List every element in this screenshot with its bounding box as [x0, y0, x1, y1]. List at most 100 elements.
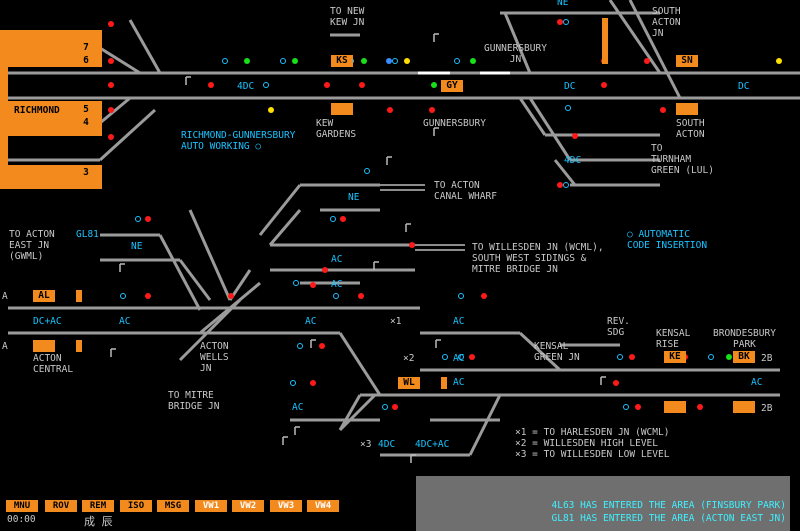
signal-aspect[interactable]: [358, 293, 364, 299]
signal-aspect[interactable]: [145, 216, 151, 222]
menu-rov-button[interactable]: ROV: [45, 500, 77, 512]
signal-ring[interactable]: [293, 280, 299, 286]
signal-aspect[interactable]: [268, 107, 274, 113]
signal-ring[interactable]: [135, 216, 141, 222]
signal-aspect[interactable]: [108, 107, 114, 113]
box-wl[interactable]: WL: [398, 377, 420, 389]
signal-aspect[interactable]: [776, 58, 782, 64]
signal-ring[interactable]: [617, 354, 623, 360]
signal-aspect[interactable]: [324, 82, 330, 88]
track-ne-3[interactable]: NE: [131, 241, 143, 252]
signal-aspect[interactable]: [310, 380, 316, 386]
signal-aspect[interactable]: [145, 293, 151, 299]
menu-rem-button[interactable]: REM: [82, 500, 114, 512]
signal-aspect[interactable]: [387, 107, 393, 113]
signal-aspect[interactable]: [292, 58, 298, 64]
track-gl81[interactable]: GL81: [76, 229, 99, 240]
signal-ring[interactable]: [382, 404, 388, 410]
track-ac-6[interactable]: AC: [453, 353, 465, 364]
platform-4[interactable]: 4: [83, 117, 89, 128]
signal-aspect[interactable]: [359, 82, 365, 88]
menu-vw2-button[interactable]: VW2: [232, 500, 264, 512]
track-4dc-c[interactable]: 4DC: [378, 439, 396, 450]
track-dc-gy[interactable]: DC: [564, 81, 576, 92]
signal-ring[interactable]: [263, 82, 269, 88]
signal-aspect[interactable]: [319, 343, 325, 349]
signal-aspect[interactable]: [557, 182, 563, 188]
signal-ring[interactable]: [222, 58, 228, 64]
track-4dc-a[interactable]: 4DC: [237, 81, 255, 92]
track-ac-3[interactable]: AC: [119, 316, 131, 327]
signal-aspect[interactable]: [392, 404, 398, 410]
signal-ring[interactable]: [458, 293, 464, 299]
signal-ring[interactable]: [120, 293, 126, 299]
signal-aspect[interactable]: [108, 134, 114, 140]
platform-7[interactable]: 7: [83, 42, 89, 53]
track-ac-2[interactable]: AC: [331, 279, 343, 290]
signal-aspect[interactable]: [660, 107, 666, 113]
signal-aspect[interactable]: [697, 404, 703, 410]
signal-aspect[interactable]: [629, 354, 635, 360]
signal-aspect[interactable]: [409, 242, 415, 248]
track-dc-sn[interactable]: DC: [738, 81, 750, 92]
signal-aspect[interactable]: [431, 82, 437, 88]
menu-vw4-button[interactable]: VW4: [307, 500, 339, 512]
track-ac-8[interactable]: AC: [751, 377, 763, 388]
track-4dc-b[interactable]: 4DC: [564, 155, 582, 166]
signal-aspect[interactable]: [244, 58, 250, 64]
signal-aspect[interactable]: [108, 82, 114, 88]
signal-ring[interactable]: [442, 354, 448, 360]
track-ne-1[interactable]: NE: [557, 0, 569, 8]
signal-aspect[interactable]: [429, 107, 435, 113]
signal-ring[interactable]: [297, 343, 303, 349]
signal-ring[interactable]: [333, 293, 339, 299]
menu-vw3-button[interactable]: VW3: [270, 500, 302, 512]
track-ac-4[interactable]: AC: [305, 316, 317, 327]
track-ne-2[interactable]: NE: [348, 192, 360, 203]
box-sn[interactable]: SN: [676, 55, 698, 67]
signal-aspect[interactable]: [470, 58, 476, 64]
track-4dcac[interactable]: 4DC+AC: [415, 439, 450, 450]
platform-5[interactable]: 5: [83, 104, 89, 115]
signal-aspect[interactable]: [404, 58, 410, 64]
signal-aspect[interactable]: [726, 354, 732, 360]
menu-iso-button[interactable]: ISO: [120, 500, 152, 512]
track-ac-1[interactable]: AC: [331, 254, 343, 265]
box-gy[interactable]: GY: [441, 80, 463, 92]
menu-mnu-button[interactable]: MNU: [6, 500, 38, 512]
box-al[interactable]: AL: [33, 290, 55, 302]
label-auto-working[interactable]: RICHMOND-GUNNERSBURY AUTO WORKING ○: [181, 130, 296, 152]
signal-aspect[interactable]: [108, 21, 114, 27]
track-ac-5[interactable]: AC: [453, 316, 465, 327]
signal-aspect[interactable]: [340, 216, 346, 222]
signal-aspect[interactable]: [613, 380, 619, 386]
signal-aspect[interactable]: [386, 58, 392, 64]
signal-aspect[interactable]: [469, 354, 475, 360]
menu-vw1-button[interactable]: VW1: [195, 500, 227, 512]
platform-6[interactable]: 6: [83, 55, 89, 66]
box-ke[interactable]: KE: [664, 351, 686, 363]
label-auto-code[interactable]: ○ AUTOMATIC CODE INSERTION: [627, 229, 708, 251]
box-bk[interactable]: BK: [733, 351, 755, 363]
box-ks[interactable]: KS: [331, 55, 353, 67]
signal-aspect[interactable]: [361, 58, 367, 64]
signal-aspect[interactable]: [635, 404, 641, 410]
signal-aspect[interactable]: [228, 293, 234, 299]
track-ac-7[interactable]: AC: [453, 377, 465, 388]
signal-ring[interactable]: [330, 216, 336, 222]
signal-ring[interactable]: [458, 354, 464, 360]
signal-aspect[interactable]: [208, 82, 214, 88]
signal-aspect[interactable]: [310, 282, 316, 288]
signal-aspect[interactable]: [601, 82, 607, 88]
signal-ring[interactable]: [454, 58, 460, 64]
signal-ring[interactable]: [565, 105, 571, 111]
signal-ring[interactable]: [563, 182, 569, 188]
track-dcac[interactable]: DC+AC: [33, 316, 62, 327]
signal-aspect[interactable]: [481, 293, 487, 299]
signal-aspect[interactable]: [322, 267, 328, 273]
signal-ring[interactable]: [290, 380, 296, 386]
signal-aspect[interactable]: [108, 58, 114, 64]
signal-ring[interactable]: [364, 168, 370, 174]
menu-msg-button[interactable]: MSG: [157, 500, 189, 512]
signal-ring[interactable]: [563, 19, 569, 25]
